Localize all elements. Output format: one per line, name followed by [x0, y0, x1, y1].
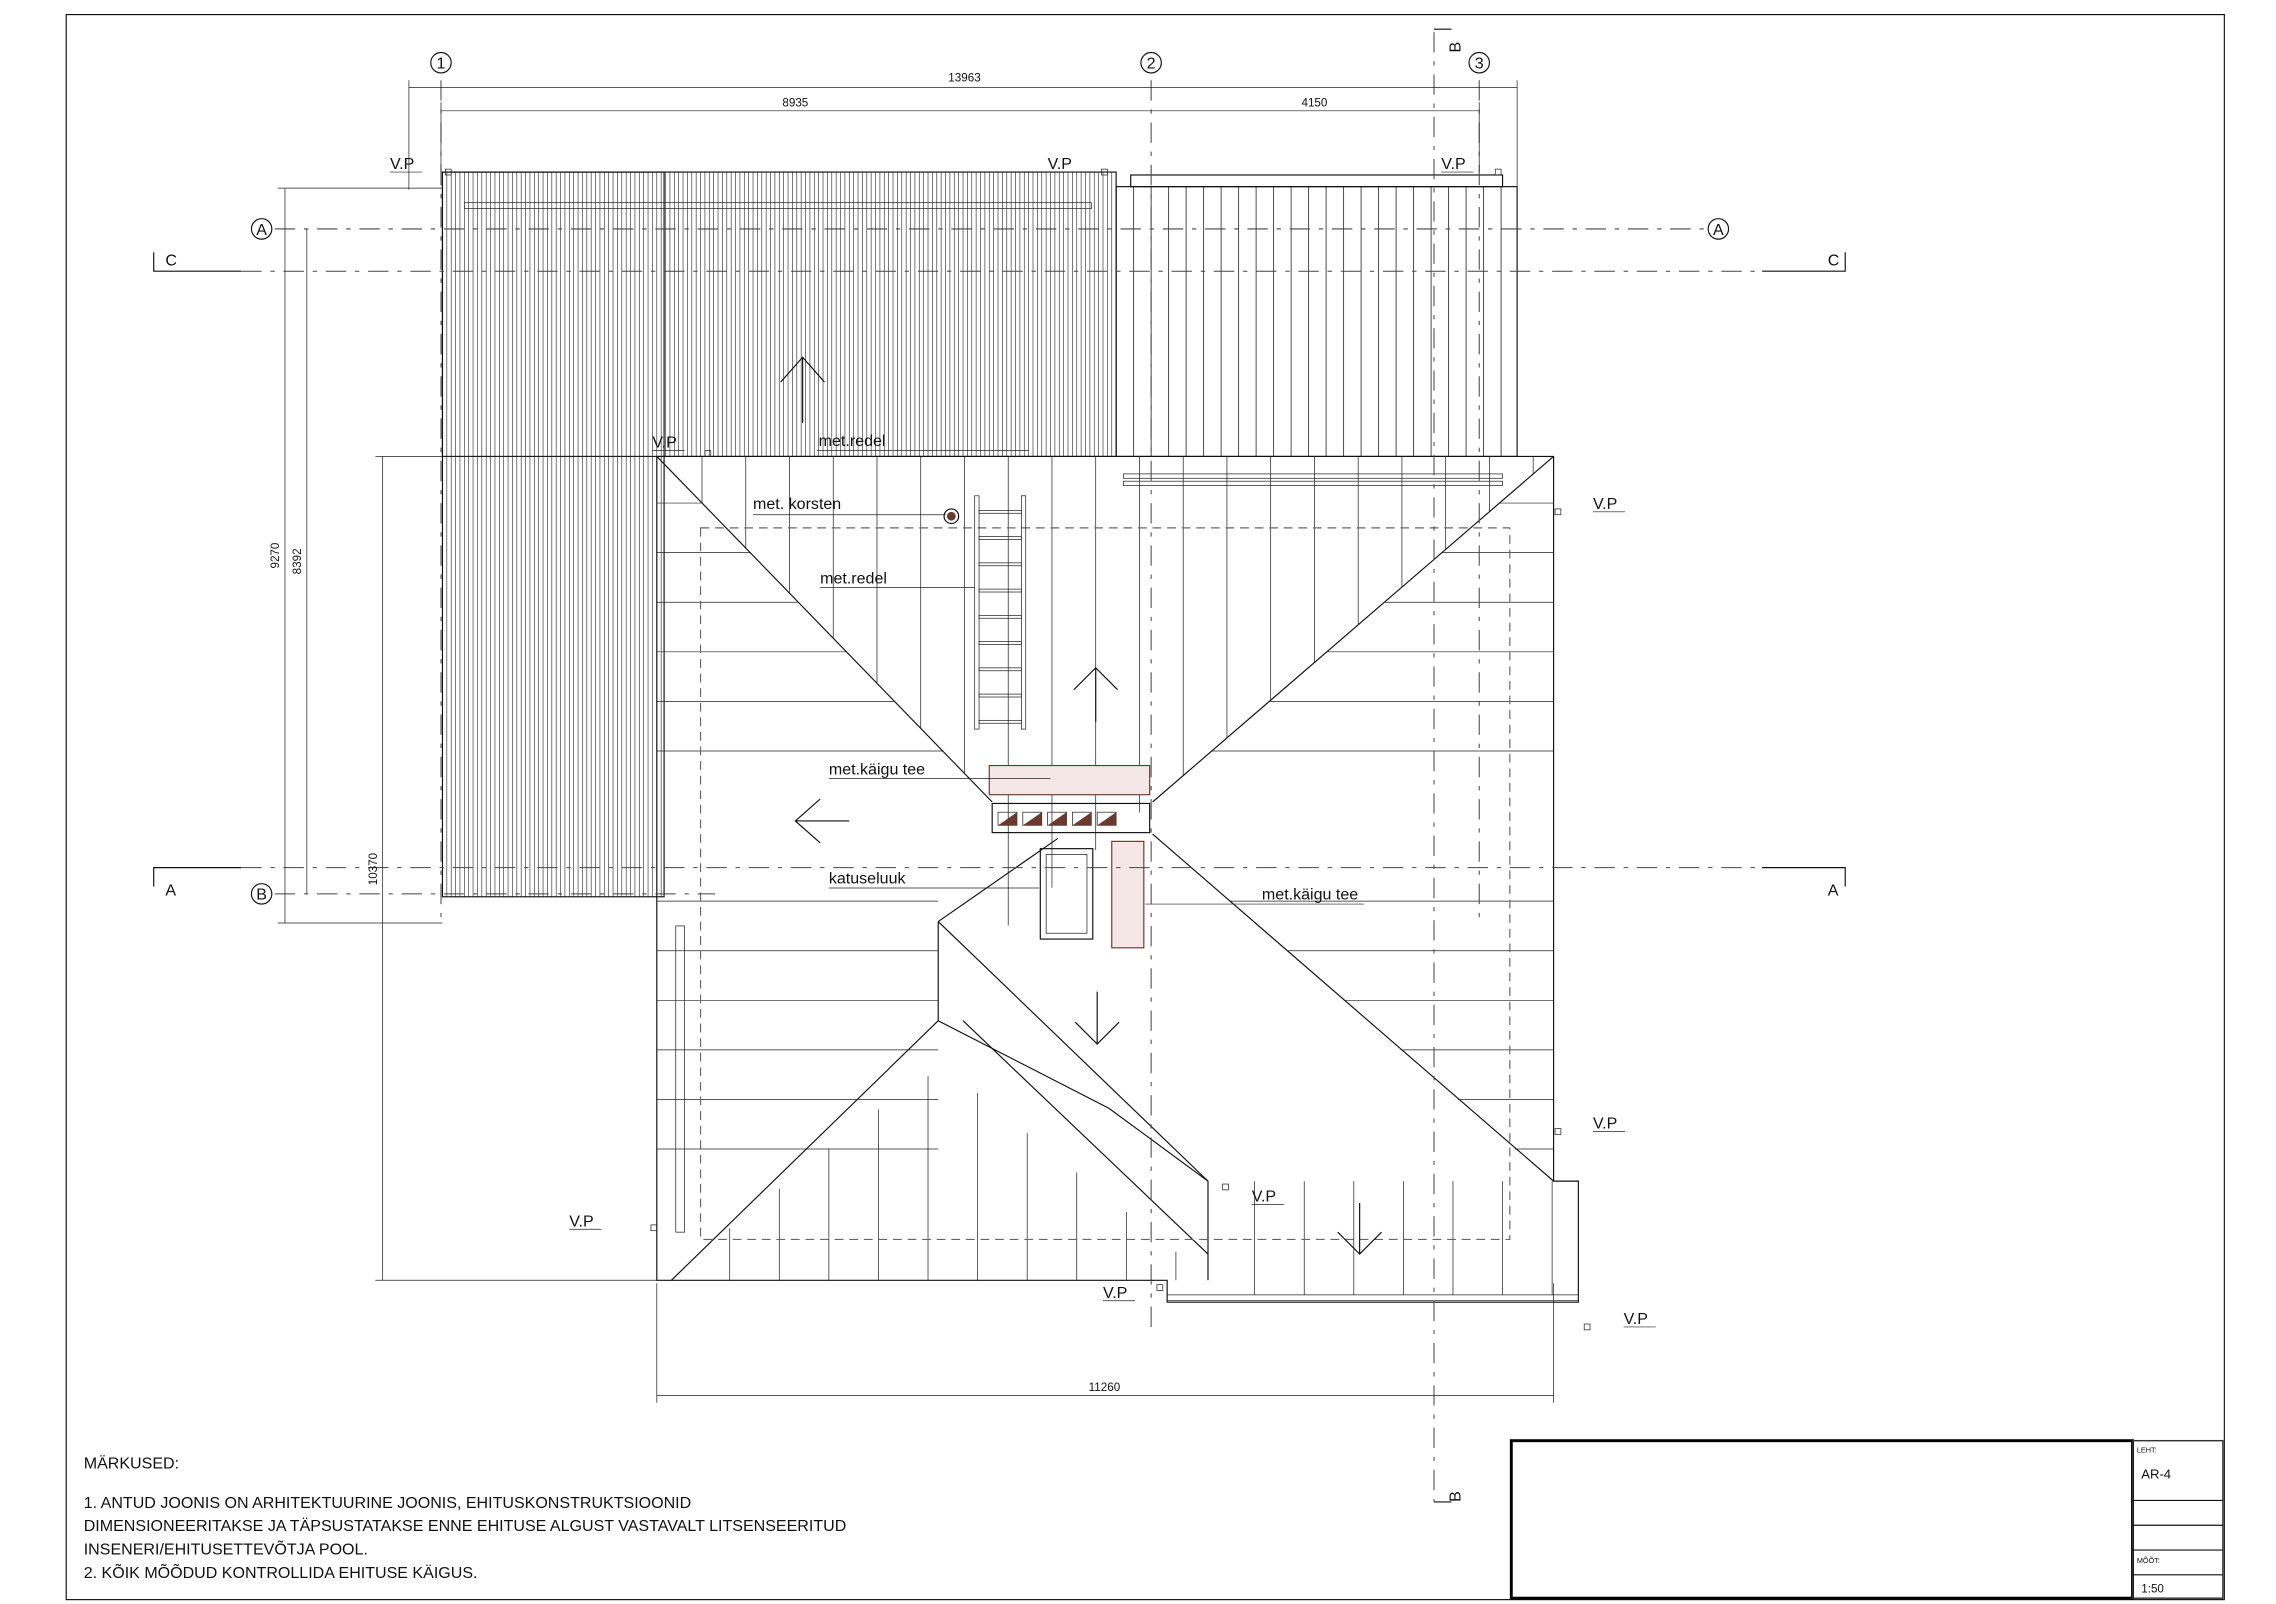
dimension-label: 10370: [367, 852, 380, 885]
downpipe-icon: [444, 168, 452, 176]
downpipe-icon: [1101, 168, 1108, 176]
grid-label: B: [256, 886, 267, 904]
wall-outline: [699, 527, 1511, 1241]
section-label: B: [1446, 42, 1464, 53]
scale-label: MÕÕT:: [2137, 1556, 2160, 1565]
downpipe-label: V.P: [1048, 155, 1072, 173]
section-label: B: [1446, 1491, 1464, 1502]
section-label: A: [1828, 881, 1839, 899]
roof-hatching: [446, 172, 1502, 897]
label-chimney: met. korsten: [753, 495, 841, 513]
label-metal-ladder: met.redel: [820, 569, 887, 587]
dimension-lines: [277, 80, 1554, 1403]
dimension-label: 4150: [1301, 96, 1327, 109]
section-label: C: [1828, 251, 1840, 269]
downpipe-icon: [704, 450, 712, 457]
chimney-icon: [943, 508, 960, 525]
section-label: C: [165, 251, 177, 269]
dimension-label: 8935: [782, 96, 808, 109]
label-roof-hatch: katuseluuk: [829, 870, 907, 888]
roof-seam-lines: [656, 456, 1554, 1295]
dimension-label: 11260: [1089, 1381, 1121, 1394]
roof-upper-right: [1115, 186, 1518, 457]
grid-bubbles: [250, 51, 1730, 905]
metal-ladder: [974, 495, 1027, 730]
downpipe-label: V.P: [652, 434, 676, 452]
downpipe-icon: [650, 1224, 658, 1232]
grid-label: 1: [437, 55, 446, 73]
snow-guard-row: [991, 802, 1151, 834]
notes-title: MÄRKUSED:: [84, 1454, 179, 1472]
slope-arrows: [780, 356, 1382, 1255]
scale-value: 1:50: [2141, 1582, 2164, 1595]
downpipe-icon: [1156, 1284, 1164, 1291]
sheet-border: [65, 13, 2225, 1601]
dimension-label: 13963: [948, 72, 980, 85]
metal-walkway-side: [1111, 840, 1145, 949]
downpipe-icon: [1554, 1128, 1562, 1135]
hip-roof: [656, 455, 1579, 1303]
dimension-label: 8392: [291, 548, 304, 574]
grid-label: 3: [1475, 55, 1484, 73]
grid-axes: [241, 32, 1763, 1502]
grid-label: 2: [1147, 55, 1156, 73]
downpipe-label: V.P: [1103, 1284, 1127, 1302]
label-walkway: met.käigu tee: [1262, 886, 1358, 904]
grid-label: A: [1713, 221, 1724, 239]
downpipe-label: V.P: [1252, 1188, 1276, 1206]
sheet-number: AR-4: [2141, 1467, 2171, 1482]
downpipe-icon: [1222, 1183, 1229, 1191]
label-metal-ladder: met.redel: [819, 432, 886, 450]
roof-left-wing: [441, 171, 665, 898]
downpipe-label: V.P: [1593, 495, 1617, 513]
downpipe-label: V.P: [1624, 1310, 1648, 1328]
title-block: [1509, 1439, 2224, 1600]
note-line: INSENERI/EHITUSETTEVÕTJA POOL.: [84, 1538, 368, 1558]
downpipe-icon: [1583, 1323, 1591, 1331]
metal-walkway-top: [988, 764, 1151, 796]
downpipe-label: V.P: [569, 1212, 593, 1230]
downpipe-icon: [1494, 168, 1502, 176]
grid-label: A: [256, 221, 267, 239]
note-line: DIMENSIONEERITAKSE JA TÄPSUSTATAKSE ENNE…: [84, 1517, 847, 1535]
downpipe-label: V.P: [390, 155, 414, 173]
dimension-label: 9270: [269, 542, 282, 568]
note-line: 2. KÕIK MÕÕDUD KONTROLLIDA EHITUSE KÄIGU…: [84, 1562, 478, 1582]
downpipe-icon: [1554, 508, 1562, 516]
downpipe-label: V.P: [1441, 155, 1465, 173]
section-markers: [153, 28, 1846, 1503]
roof-hatch: [1039, 848, 1094, 940]
label-walkway: met.käigu tee: [829, 760, 925, 778]
downpipe-label: V.P: [1593, 1115, 1617, 1133]
section-label: A: [165, 881, 176, 899]
sheet-label: LEHT:: [2137, 1445, 2157, 1454]
note-line: 1. ANTUD JOONIS ON ARHITEKTUURINE JOONIS…: [84, 1494, 691, 1512]
